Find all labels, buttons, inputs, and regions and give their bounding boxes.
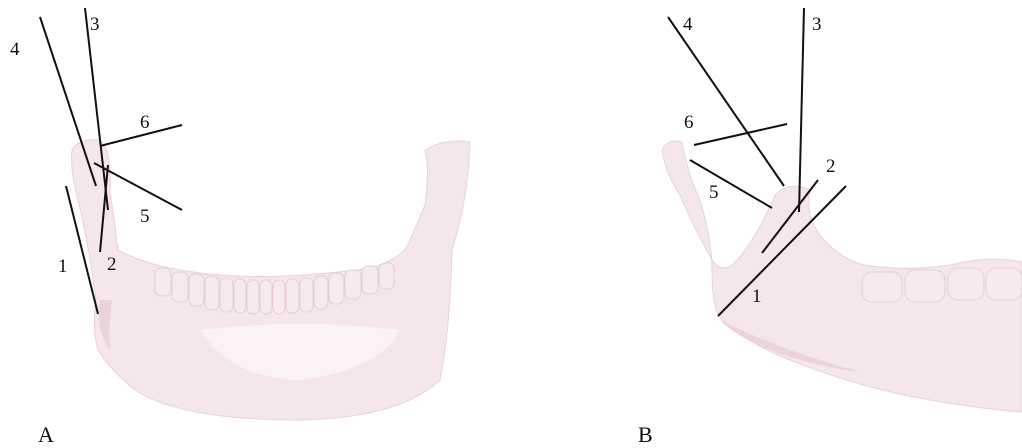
- line-label-b-5: 5: [709, 182, 719, 203]
- line-label-a-3: 3: [90, 14, 100, 35]
- line-label-a-2: 2: [107, 254, 117, 275]
- mandible-frontal: [72, 140, 470, 420]
- line-a-4: [40, 17, 96, 186]
- panel-a: 1 2 3 4 5 6 A: [10, 8, 470, 447]
- line-b-5: [690, 160, 772, 208]
- panel-label-b: B: [638, 422, 653, 447]
- line-label-b-6: 6: [684, 112, 694, 133]
- line-label-b-2: 2: [826, 156, 836, 177]
- line-label-a-6: 6: [140, 112, 150, 133]
- line-label-b-1: 1: [752, 286, 762, 307]
- panel-label-a: A: [38, 422, 54, 447]
- line-label-a-4: 4: [10, 39, 20, 60]
- line-label-b-4: 4: [683, 14, 693, 35]
- line-label-a-5: 5: [140, 206, 150, 227]
- teeth-row-b: [862, 268, 1022, 302]
- line-b-3: [799, 8, 804, 212]
- line-label-a-1: 1: [58, 256, 68, 277]
- line-label-b-3: 3: [812, 14, 822, 35]
- panel-b: 1 2 3 4 5 6 B: [638, 8, 1022, 447]
- line-b-6: [694, 124, 787, 145]
